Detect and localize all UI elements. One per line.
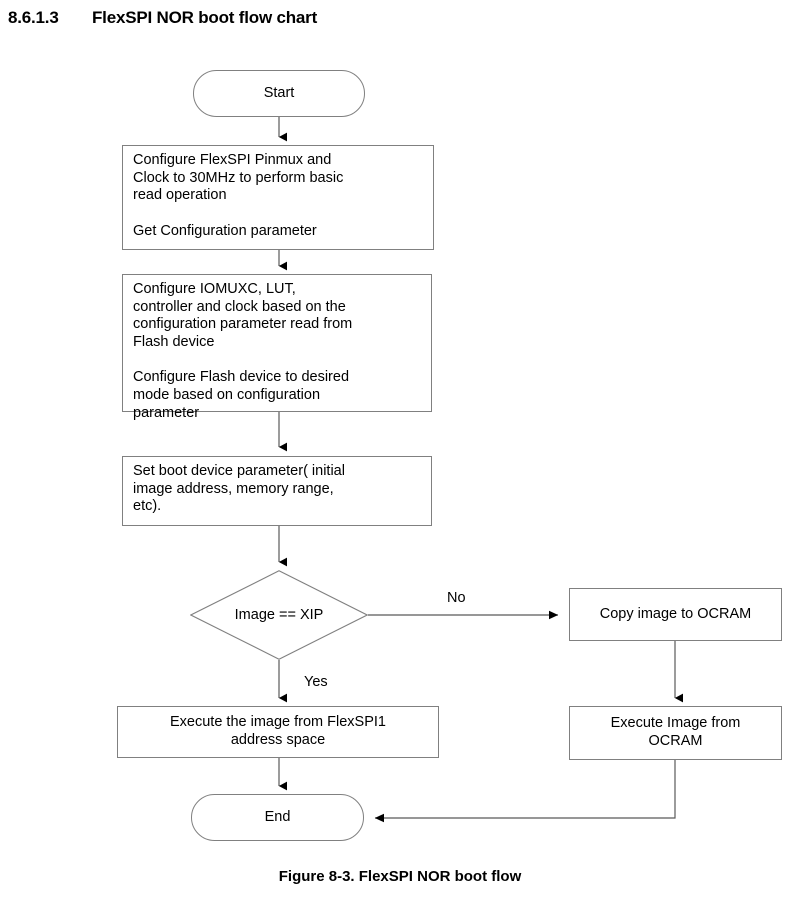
node-configure-iomuxc-line6: mode based on configuration bbox=[133, 387, 321, 404]
edge-label-yes: Yes bbox=[304, 674, 328, 690]
node-set-boot-device[interactable]: Set boot device parameter( initial image… bbox=[122, 456, 432, 526]
node-copy-image-ocram[interactable]: Copy image to OCRAM bbox=[569, 588, 782, 641]
node-execute-ocram[interactable]: Execute Image from OCRAM bbox=[569, 706, 782, 760]
section-heading: 8.6.1.3 FlexSPI NOR boot flow chart bbox=[8, 8, 317, 28]
node-configure-iomuxc-line5: Configure Flash device to desired bbox=[133, 369, 350, 386]
node-configure-flexspi-line1: Configure FlexSPI Pinmux and bbox=[133, 152, 332, 168]
node-image-is-xip-label: Image == XIP bbox=[234, 607, 324, 623]
node-end-label: End bbox=[264, 808, 291, 825]
node-start-label: Start bbox=[263, 84, 295, 101]
node-set-boot-device-line2: image address, memory range, bbox=[133, 480, 334, 497]
node-copy-image-ocram-label: Copy image to OCRAM bbox=[599, 605, 752, 622]
node-configure-flexspi-line4: Get Configuration parameter bbox=[133, 222, 317, 239]
node-execute-ocram-line1: Execute Image from bbox=[610, 715, 741, 732]
node-execute-flexspi-line1: Execute the image from FlexSPI1 bbox=[170, 714, 386, 731]
node-configure-iomuxc[interactable]: Configure IOMUXC, LUT, controller and cl… bbox=[122, 274, 432, 421]
node-end[interactable]: End bbox=[191, 794, 364, 841]
node-image-is-xip[interactable]: Image == XIP bbox=[190, 570, 368, 660]
node-execute-flexspi-text: Execute the image from FlexSPI1 address … bbox=[170, 714, 386, 749]
section-number: 8.6.1.3 bbox=[8, 8, 59, 27]
node-set-boot-device-line3: etc). bbox=[133, 498, 162, 515]
edge-label-no: No bbox=[447, 590, 466, 606]
node-execute-flexspi-line2: address space bbox=[230, 732, 326, 748]
node-configure-iomuxc-line2: controller and clock based on the bbox=[133, 298, 346, 315]
node-configure-iomuxc-line3: configuration parameter read from bbox=[133, 316, 353, 333]
spacer bbox=[133, 352, 423, 370]
decision-diamond-shape bbox=[190, 570, 368, 660]
node-execute-ocram-text: Execute Image from OCRAM bbox=[611, 715, 741, 750]
node-configure-iomuxc-line1: Configure IOMUXC, LUT, bbox=[133, 281, 296, 297]
node-configure-iomuxc-line4: Flash device bbox=[133, 334, 215, 351]
edge-label-no-text: No bbox=[447, 590, 466, 606]
section-title: FlexSPI NOR boot flow chart bbox=[92, 8, 318, 27]
figure-caption: Figure 8-3. FlexSPI NOR boot flow bbox=[278, 868, 522, 885]
spacer bbox=[133, 205, 425, 223]
node-configure-flexspi-line3: read operation bbox=[133, 187, 227, 204]
node-configure-flexspi-line2: Clock to 30MHz to perform basic bbox=[133, 169, 344, 186]
node-configure-flexspi[interactable]: Configure FlexSPI Pinmux and Clock to 30… bbox=[122, 145, 434, 250]
node-configure-iomuxc-line7: parameter bbox=[133, 404, 200, 421]
node-execute-flexspi[interactable]: Execute the image from FlexSPI1 address … bbox=[117, 706, 439, 758]
edge-label-yes-text: Yes bbox=[304, 674, 328, 690]
node-set-boot-device-line1: Set boot device parameter( initial bbox=[133, 463, 345, 479]
node-execute-ocram-line2: OCRAM bbox=[648, 733, 703, 749]
node-start[interactable]: Start bbox=[193, 70, 365, 117]
